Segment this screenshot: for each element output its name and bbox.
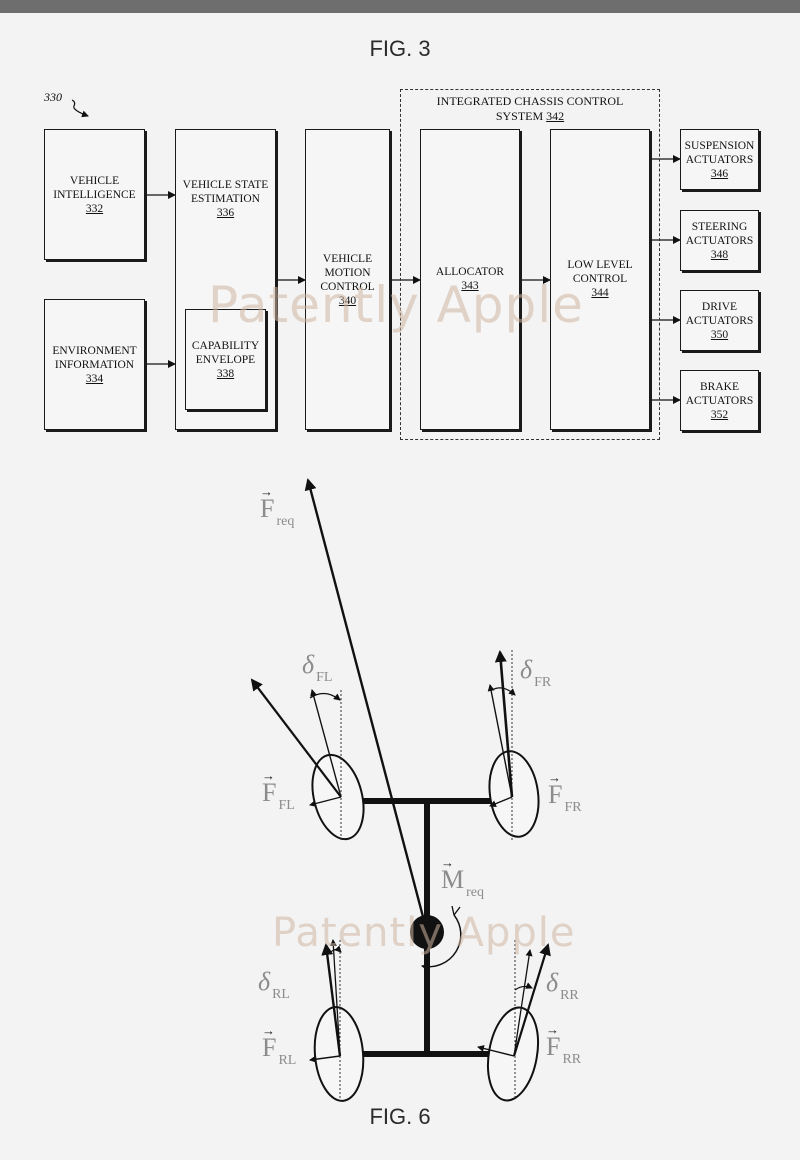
integrated-chassis-number: 342 <box>546 109 565 123</box>
fr-steer-angle-arc <box>491 687 516 696</box>
environment-information-block: ENVIRONMENT INFORMATION 334 <box>44 299 145 430</box>
suspension-actuators-block: SUSPENSION ACTUATORS 346 <box>680 129 759 190</box>
f-req-vector <box>304 478 429 933</box>
fr-wheel-heading <box>487 684 513 798</box>
integrated-chassis-label: INTEGRATED CHASSIS CONTROL SYSTEM 342 <box>436 94 624 123</box>
vehicle-motion-control-block: VEHICLE MOTION CONTROL 340 <box>305 129 390 430</box>
rl-force-vector <box>321 943 342 1057</box>
rl-lateral-force <box>309 1055 341 1063</box>
low-level-control-block: LOW LEVEL CONTROL 344 <box>550 129 650 430</box>
fig6-title: FIG. 6 <box>369 1104 431 1129</box>
capability-envelope-block: CAPABILITY ENVELOPE 338 <box>185 309 266 410</box>
fl-lateral-force <box>309 796 342 807</box>
rr-steer-angle-arc <box>514 982 533 991</box>
fl-steer-angle-arc <box>309 692 341 701</box>
fl-force-vector <box>250 678 342 798</box>
watermark-fig3: Patently Apple <box>208 276 584 334</box>
rr-force-vector <box>512 943 551 1057</box>
rr-wheel-heading <box>513 949 533 1057</box>
rl-steer-angle-arc <box>330 945 342 953</box>
wheel-front-right <box>488 750 540 838</box>
rl-wheel-heading <box>329 939 341 1057</box>
ref-330-arrow <box>71 99 89 118</box>
fr-force-vector <box>494 650 514 798</box>
fr-lateral-force <box>489 796 513 807</box>
top-bar <box>0 0 800 13</box>
drive-actuators-block: DRIVE ACTUATORS 350 <box>680 290 759 351</box>
rr-lateral-force <box>477 1045 515 1057</box>
vehicle-intelligence-block: VEHICLE INTELLIGENCE 332 <box>44 129 145 260</box>
integrated-chassis-boundary <box>400 89 660 440</box>
fig3-title: FIG. 3 <box>369 36 431 61</box>
m-req-arc <box>421 914 462 971</box>
watermark-fig6: Patently Apple <box>272 910 576 956</box>
allocator-block: ALLOCATOR 343 <box>420 129 520 430</box>
steering-actuators-block: STEERING ACTUATORS 348 <box>680 210 759 271</box>
reference-330: 330 <box>44 90 62 104</box>
fl-wheel-heading <box>310 689 342 798</box>
brake-actuators-block: BRAKE ACTUATORS 352 <box>680 370 759 431</box>
wheel-rear-right <box>486 1006 540 1102</box>
